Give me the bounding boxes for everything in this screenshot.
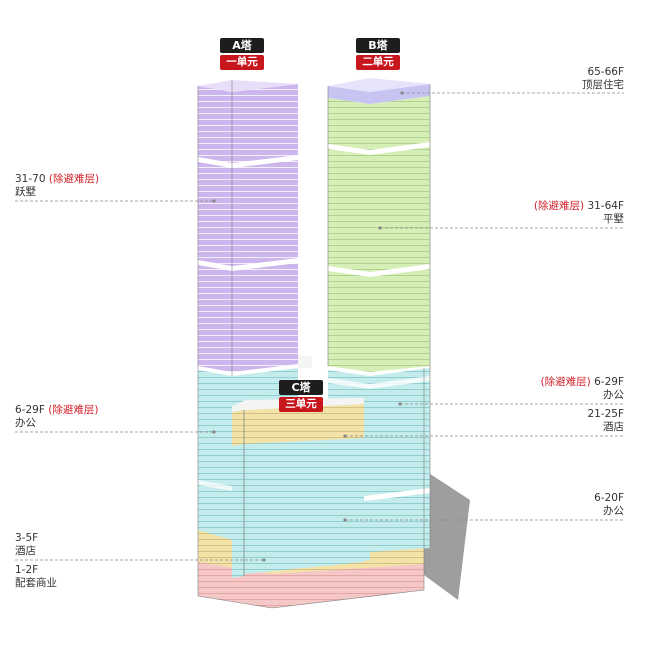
tower-b-refuge-4 (328, 376, 430, 389)
tower-b-refuge-3 (364, 488, 430, 501)
tower-b-roof (328, 78, 430, 92)
annotation-b-top-use: 顶层住宅 (582, 79, 624, 91)
tower-a-roof (198, 80, 298, 92)
tower-a-refuge-2 (198, 258, 298, 271)
annotation-b-office-floors: 6-29F (594, 376, 624, 388)
annotation-a-office-note: (除避难层) (48, 404, 99, 416)
annotation-b-office-use: 办公 (603, 389, 624, 401)
tower-a-step-roof (298, 356, 312, 368)
annotation-a-top-note: (除避难层) (48, 173, 100, 185)
annotation-a-office-use: 办公 (15, 417, 36, 429)
ground-shadow (424, 470, 470, 600)
annotation-c-hotel-use: 酒店 (603, 421, 624, 433)
annotation-podium-hotel-floors: 3-5F (15, 532, 39, 544)
tower-c-name: C塔 (279, 380, 323, 395)
podium-retail-right (272, 562, 424, 608)
annotation-c-hotel-floors: 21-25F (587, 408, 624, 420)
leader-dots (212, 91, 404, 562)
annotation-podium-retail: 1-2F 配套商业 (15, 564, 57, 590)
annotation-c-hotel: 21-25F 酒店 (587, 408, 624, 434)
annotation-b-flat: (除避难层) 31-64F 平墅 (534, 200, 624, 226)
tower-b-office-front (370, 368, 430, 552)
annotation-b-office-note: (除避难层) (540, 376, 591, 388)
tower-a-office-left (198, 370, 232, 540)
annotation-podium-hotel-use: 酒店 (15, 545, 36, 557)
tower-c-office-left (232, 442, 244, 578)
annotation-a-top-use: 跃墅 (15, 186, 36, 198)
annotation-a-office-floors: 6-29F (15, 404, 45, 416)
tower-c-hotel-front (244, 404, 364, 444)
tower-a-unit: 一单元 (220, 55, 264, 70)
annotation-podium-retail-floors: 1-2F (15, 564, 39, 576)
annotation-b-top-floors: 65-66F (587, 66, 624, 78)
tower-a-tag: A塔 一单元 (220, 38, 264, 70)
annotation-c-office: 6-20F 办公 (594, 492, 624, 518)
annotation-b-flat-use: 平墅 (603, 213, 624, 225)
tower-a-residence-front (232, 84, 298, 372)
tower-a-refuge-1 (198, 155, 298, 168)
tower-c-tag: C塔 三单元 (279, 380, 323, 412)
annotation-b-office: (除避难层) 6-29F 办公 (541, 376, 624, 402)
tower-b-name: B塔 (356, 38, 400, 53)
annotation-b-flat-floors: 31-64F (587, 200, 624, 212)
annotation-podium-retail-use: 配套商业 (15, 577, 57, 589)
annotation-c-office-use: 办公 (603, 505, 624, 517)
tower-c-unit: 三单元 (279, 397, 323, 412)
annotation-podium-hotel: 3-5F 酒店 (15, 532, 38, 558)
tower-b-flat-left (328, 98, 370, 372)
tower-b-unit: 二单元 (356, 55, 400, 70)
annotation-a-office: 6-29F (除避难层) 办公 (15, 404, 98, 430)
tower-b-tag: B塔 二单元 (356, 38, 400, 70)
tower-b-refuge-1 (328, 142, 430, 155)
annotation-c-office-floors: 6-20F (594, 492, 624, 504)
annotation-b-flat-note: (除避难层) (533, 200, 585, 212)
tower-b-refuge-2 (328, 264, 430, 277)
annotation-a-top-floors: 31-70 (15, 173, 46, 185)
leader-lines (15, 92, 624, 561)
tower-c-hotel-left (232, 410, 244, 446)
tower-b-flat-front (370, 96, 430, 372)
tower-c-office-front (244, 436, 364, 574)
tower-a-residence-left (198, 86, 232, 372)
annotation-b-top: 65-66F 顶层住宅 (582, 66, 624, 92)
tower-outlines (197, 80, 431, 609)
tower-a-name: A塔 (220, 38, 264, 53)
tower-b-top-front (370, 84, 430, 104)
annotation-a-top: 31-70 (除避难层) 跃墅 (15, 173, 99, 199)
